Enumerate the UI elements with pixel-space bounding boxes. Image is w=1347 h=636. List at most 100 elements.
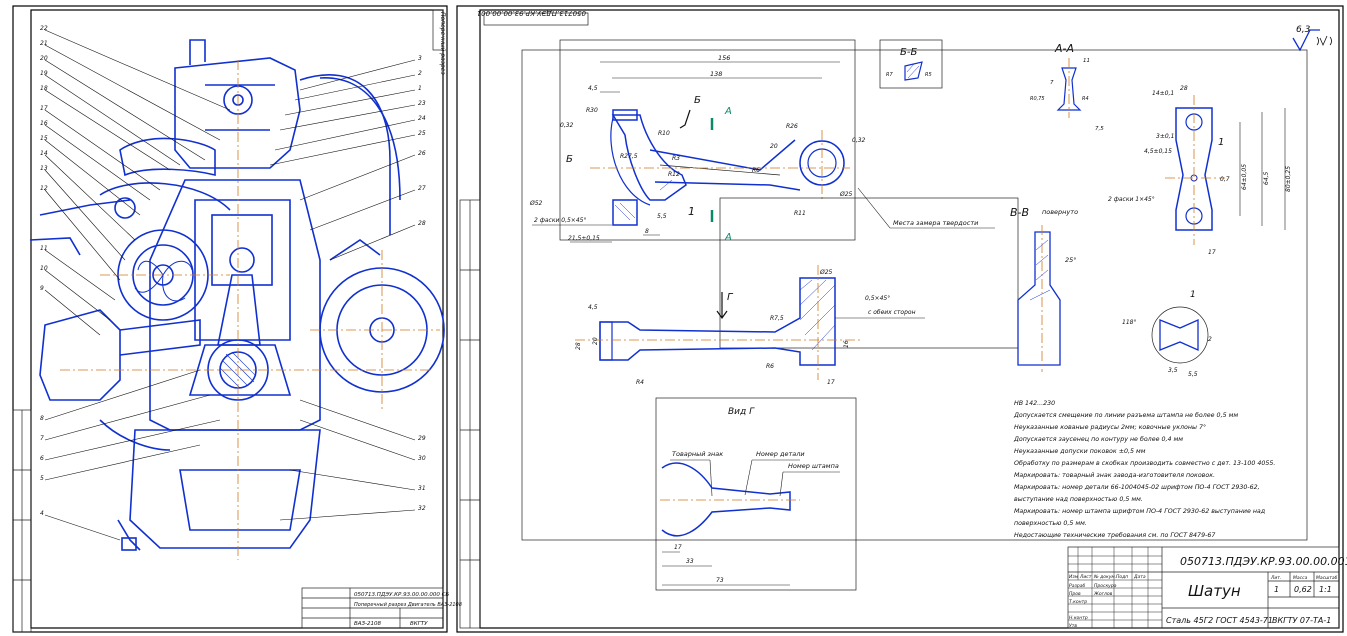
note: Допускается смещение по линии разъема шт… — [1013, 411, 1238, 419]
balloon: 23 — [418, 100, 426, 107]
left-title-org: ВКГТУ — [410, 621, 428, 627]
side-r4: R4 — [636, 379, 644, 386]
conrod-plan-view: 28 14±0,1 3±0,1 4,5±0,15 0,7 2 фаски 1×4… — [1108, 85, 1292, 256]
plan-14: 14±0,1 — [1152, 90, 1174, 97]
view-g-73: 73 — [716, 577, 724, 584]
side-r7-5: R7,5 — [770, 315, 784, 322]
title-person-razrab: Разраб — [1069, 583, 1085, 589]
balloon: 29 — [418, 435, 426, 442]
side-28: 28 — [575, 342, 582, 350]
plan-4-5: 4,5±0,15 — [1144, 148, 1172, 155]
title-row-doc: № докум. — [1093, 574, 1116, 580]
dim-r6: R6 — [752, 167, 760, 174]
label-one: 1 — [688, 205, 695, 218]
side-r6: R6 — [766, 363, 774, 370]
balloon: 3 — [418, 55, 422, 62]
right-sheet-frame — [456, 5, 1344, 633]
dim-156: 156 — [718, 54, 730, 62]
dim-d52: Ø52 — [529, 200, 543, 207]
technical-notes: НВ 142...230 Допускается смещение по лин… — [1013, 400, 1275, 539]
section-vv-title: В-В — [1010, 206, 1029, 219]
pump-impeller — [134, 260, 193, 302]
left-side-stamp — [432, 9, 444, 51]
balloon-numbers-left: 22 21 20 19 18 17 16 15 14 13 12 11 10 9… — [40, 25, 426, 517]
side-16: 16 — [843, 340, 850, 348]
section-bb-title: Б-Б — [900, 47, 917, 58]
note: Неуказанные кованые радиусы 2мм; ковочны… — [1014, 423, 1206, 431]
title-person-prov: Пров — [1069, 591, 1081, 597]
left-sheet-inner-frame — [30, 9, 444, 629]
projection-frame — [521, 49, 1308, 541]
section-aa-r075: R0,75 — [1030, 96, 1045, 102]
detail-3-5: 3,5 — [1168, 367, 1178, 374]
note: Маркировать: номер штампа шрифтом ПО-4 Г… — [1014, 508, 1265, 515]
balloon: 18 — [40, 85, 48, 92]
label-b-top: Б — [694, 95, 701, 106]
plan-label-1: 1 — [1218, 137, 1224, 148]
dim-0-32: 0,32 — [560, 122, 574, 129]
balloon: 5 — [40, 475, 44, 482]
balloon: 16 — [40, 120, 48, 127]
dim-r11: R11 — [794, 210, 806, 217]
balloon: 24 — [418, 115, 426, 122]
detail-118deg: 118° — [1122, 319, 1136, 326]
side-d25: Ø25 — [819, 269, 833, 276]
plan-64: 64±0,05 — [1241, 164, 1248, 190]
dim-r10: R10 — [658, 130, 670, 137]
title-person-utv: Утв — [1069, 623, 1077, 629]
title-row-izm: Изм — [1069, 574, 1079, 580]
left-title-code: 050713.ПДЭУ.КР.93.00.00.000 СБ — [354, 592, 449, 598]
title-org: ВКГТУ 07-ТА-1 — [1272, 616, 1331, 625]
left-title-name: Поперечный разрез Двигатель ВАЗ-2108 — [354, 602, 462, 608]
roughness-symbol: 6,3 — [1292, 25, 1332, 52]
top-stamp-text: 050713.ПДЭУ.КР.93.00.00.001 — [477, 9, 586, 17]
balloon: 31 — [418, 485, 426, 492]
title-name-2: Жоглов — [1093, 591, 1113, 597]
top-stamp-box — [483, 12, 589, 26]
dim-4-5: 4,5 — [588, 85, 598, 92]
plan-17: 17 — [1208, 249, 1216, 256]
side-both: с обеих сторон — [868, 309, 916, 316]
section-bb-r7: R7 — [886, 72, 893, 78]
dim-d25: Ø25 — [839, 191, 853, 198]
dim-r27-5: R27,5 — [620, 153, 638, 160]
section-aa-11: 11 — [1083, 58, 1090, 64]
section-bb-r5: R5 — [925, 72, 932, 78]
title-person-nkontr: Н.контр — [1069, 615, 1088, 621]
balloon: 6 — [40, 455, 44, 462]
plan-64-5: 64,5 — [1263, 171, 1270, 185]
dim-r12: R12 — [668, 171, 680, 178]
label-b-left: Б — [566, 154, 573, 165]
title-header-mass: Масса — [1293, 575, 1308, 581]
note: Недостающие технические требования см. п… — [1014, 531, 1215, 539]
dim-r26: R26 — [786, 123, 798, 130]
title-part-name: Шатун — [1188, 582, 1241, 600]
section-aa-title: А-А — [1054, 42, 1074, 55]
title-mass: 0,62 — [1294, 585, 1312, 594]
label-a-top: А — [724, 106, 732, 117]
balloon: 25 — [418, 130, 426, 137]
balloon: 27 — [418, 185, 426, 192]
balloon: 1 — [418, 85, 422, 92]
left-sheet: Поперечный разрез — [12, 5, 462, 633]
title-header-scale: Масштаб — [1316, 575, 1338, 581]
detail-1: 1 118° 2 3,5 5,5 — [1122, 290, 1212, 378]
stamp-no-label: Номер штампа — [788, 462, 839, 470]
balloon: 9 — [40, 285, 44, 292]
dim-8: 8 — [645, 228, 649, 235]
balloon: 10 — [40, 265, 48, 272]
balloon: 12 — [40, 185, 48, 192]
section-vv-note: повернуто — [1042, 208, 1078, 216]
title-code: 050713.ПДЭУ.КР.93.00.00.001 — [1180, 555, 1347, 568]
balloon: 17 — [40, 105, 48, 112]
title-row-sign: Подп — [1116, 574, 1128, 580]
title-scale: 1:1 — [1319, 585, 1332, 594]
roughness-value: 6,3 — [1296, 25, 1311, 35]
side-17: 17 — [827, 379, 835, 386]
balloon: 4 — [40, 510, 44, 517]
balloon: 13 — [40, 165, 48, 172]
section-bb: Б-Б R7 R5 — [879, 39, 943, 89]
view-frame — [559, 39, 856, 241]
dim-5-5: 5,5 — [657, 213, 667, 220]
